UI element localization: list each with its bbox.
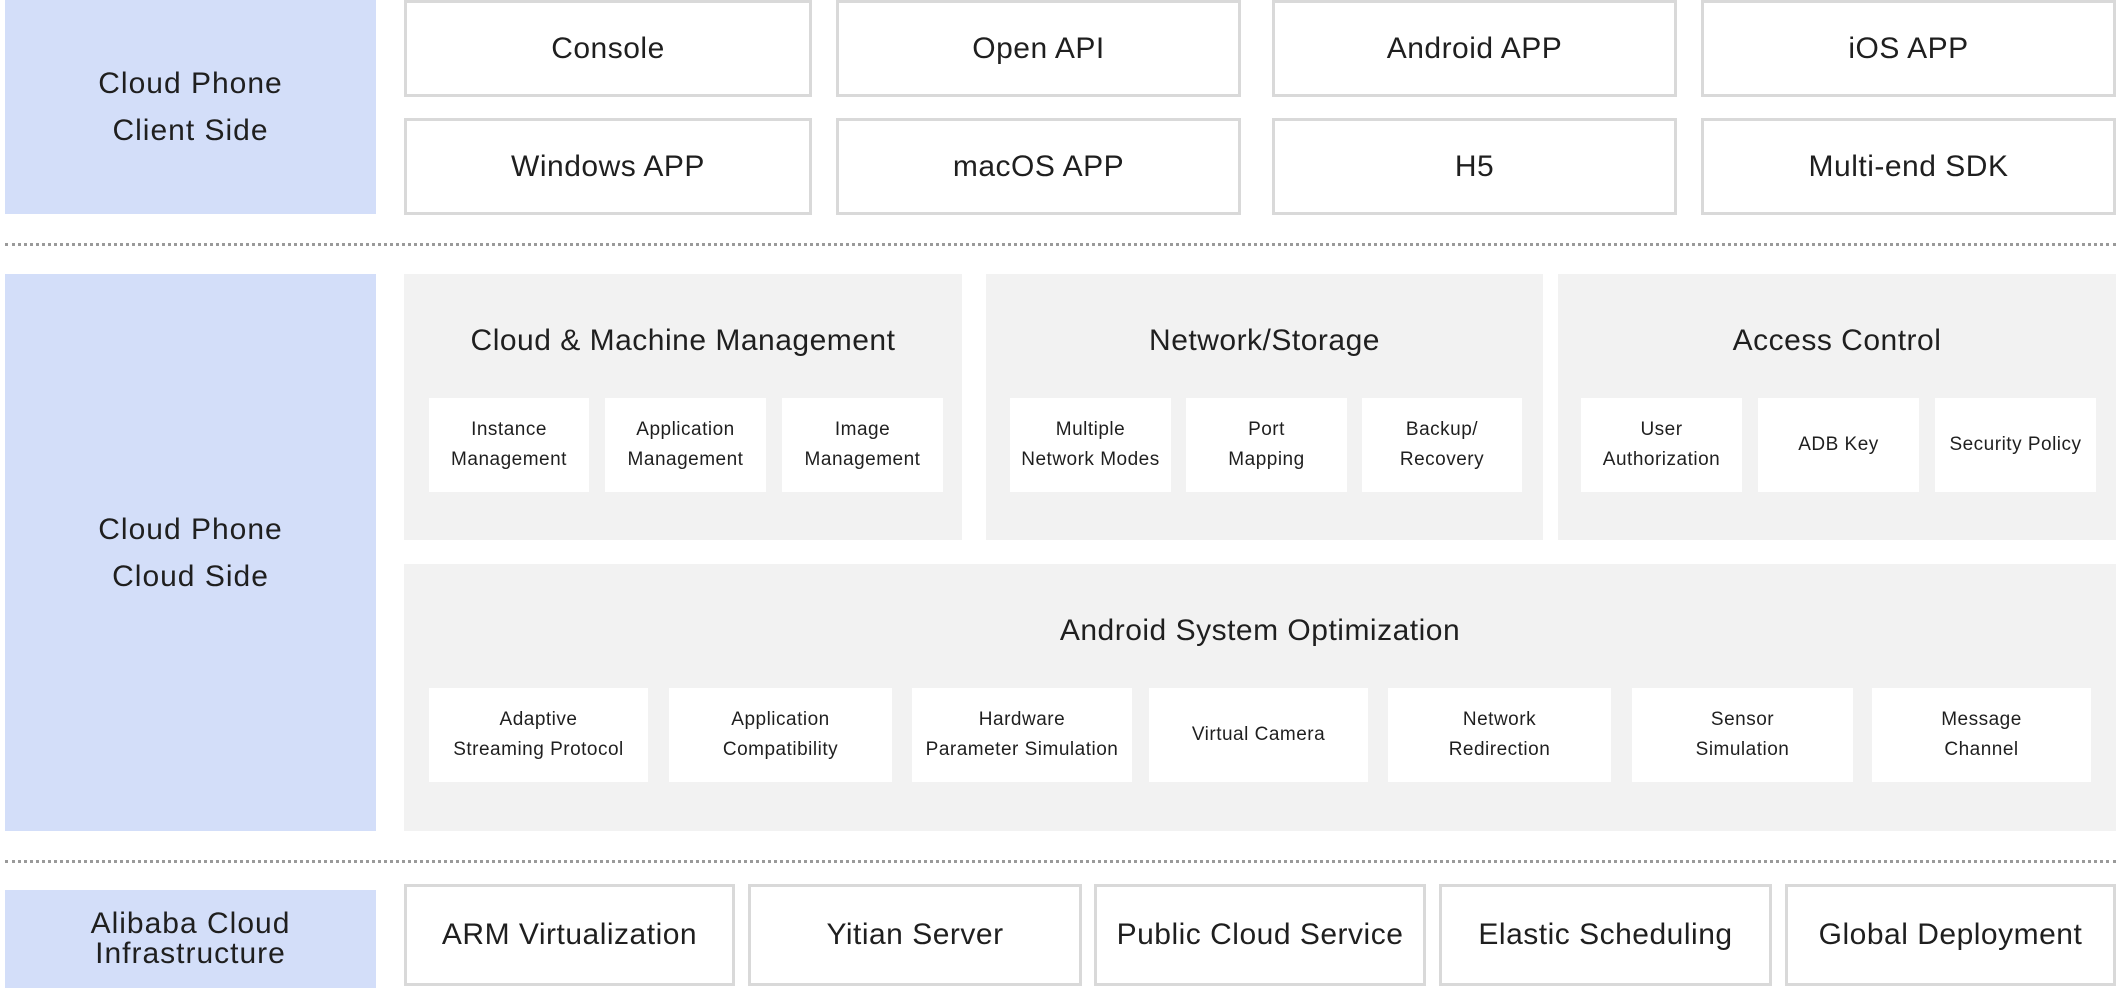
panel-android-system-optimization: Android System Optimization Adaptive Str… xyxy=(404,564,2116,831)
cloud-side-label: Cloud Phone Cloud Side xyxy=(5,274,376,831)
client-h5-box: H5 xyxy=(1272,118,1677,215)
virtual-camera-box: Virtual Camera xyxy=(1149,688,1368,782)
sensor-simulation-box: Sensor Simulation xyxy=(1632,688,1853,782)
adaptive-streaming-protocol-box: Adaptive Streaming Protocol xyxy=(429,688,648,782)
security-policy-box: Security Policy xyxy=(1935,398,2096,492)
panel-title: Android System Optimization xyxy=(1059,614,1461,647)
backup-recovery-box: Backup/ Recovery xyxy=(1362,398,1522,492)
port-mapping-box: Port Mapping xyxy=(1186,398,1347,492)
panel-cloud-machine-management: Cloud & Machine Management Instance Mana… xyxy=(404,274,962,540)
multiple-network-modes-box: Multiple Network Modes xyxy=(1010,398,1171,492)
application-compatibility-box: Application Compatibility xyxy=(669,688,892,782)
panel-access-control: Access Control User Authorization ADB Ke… xyxy=(1558,274,2116,540)
client-console-box: Console xyxy=(404,0,812,97)
elastic-scheduling-box: Elastic Scheduling xyxy=(1439,884,1772,986)
infrastructure-label: Alibaba Cloud Infrastructure xyxy=(5,890,376,988)
client-ios-app-box: iOS APP xyxy=(1701,0,2116,97)
separator-dotted-line-top xyxy=(5,243,2116,246)
client-windows-app-box: Windows APP xyxy=(404,118,812,215)
panel-network-storage: Network/Storage Multiple Network Modes P… xyxy=(986,274,1543,540)
panel-title: Access Control xyxy=(1732,324,1942,357)
arm-virtualization-box: ARM Virtualization xyxy=(404,884,735,986)
hardware-parameter-simulation-box: Hardware Parameter Simulation xyxy=(912,688,1132,782)
client-multi-end-sdk-box: Multi-end SDK xyxy=(1701,118,2116,215)
public-cloud-service-box: Public Cloud Service xyxy=(1094,884,1426,986)
instance-management-box: Instance Management xyxy=(429,398,589,492)
adb-key-box: ADB Key xyxy=(1758,398,1919,492)
user-authorization-box: User Authorization xyxy=(1581,398,1742,492)
client-macos-app-box: macOS APP xyxy=(836,118,1241,215)
application-management-box: Application Management xyxy=(605,398,766,492)
client-android-app-box: Android APP xyxy=(1272,0,1677,97)
image-management-box: Image Management xyxy=(782,398,943,492)
network-redirection-box: Network Redirection xyxy=(1388,688,1611,782)
message-channel-box: Message Channel xyxy=(1872,688,2091,782)
panel-title: Network/Storage xyxy=(1149,324,1380,357)
global-deployment-box: Global Deployment xyxy=(1785,884,2116,986)
yitian-server-box: Yitian Server xyxy=(748,884,1082,986)
client-side-label: Cloud Phone Client Side xyxy=(5,0,376,214)
separator-dotted-line-bottom xyxy=(5,860,2116,863)
panel-title: Cloud & Machine Management xyxy=(470,324,896,357)
client-open-api-box: Open API xyxy=(836,0,1241,97)
